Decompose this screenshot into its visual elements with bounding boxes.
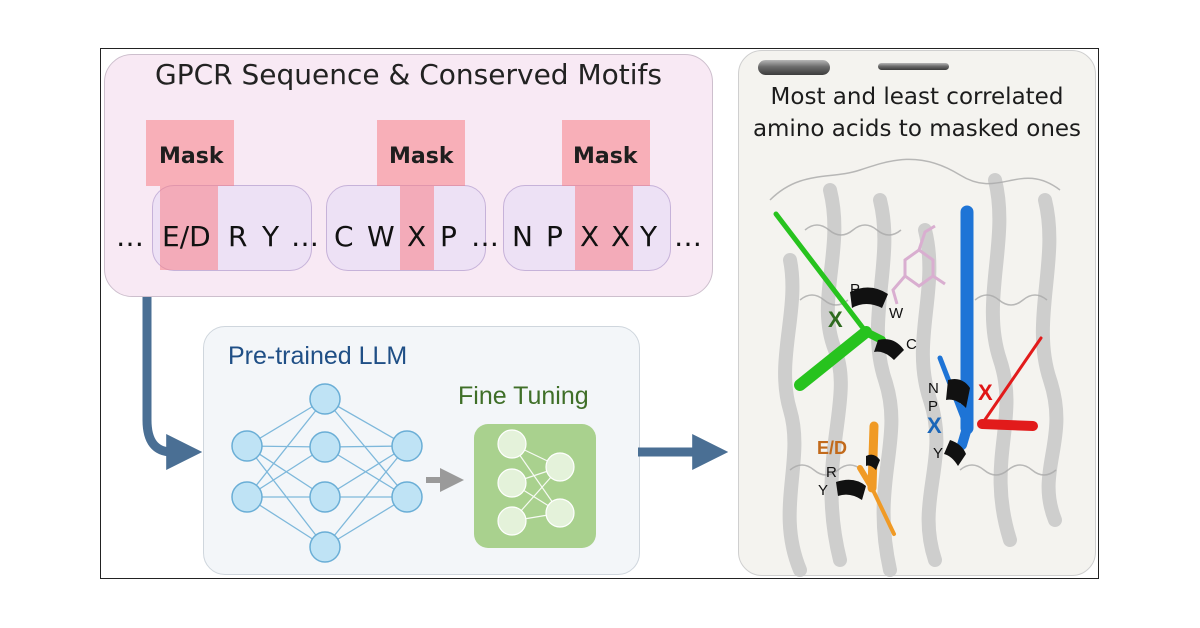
ligand-molecule [891,224,946,305]
sequence-panel-title: GPCR Sequence & Conserved Motifs [155,58,662,91]
nn-node [231,481,263,513]
nn-node [309,531,341,563]
structure-caption-line1: Most and least correlated [770,84,1064,110]
residue: R [228,220,248,253]
cwxp-residues [850,287,904,360]
residue-label-p: P [850,281,861,298]
ellipsis: … [471,220,499,253]
mask-region-1-column [160,186,218,270]
nn-node [309,431,341,463]
ellipsis: … [116,220,144,253]
residue-label-r: R [826,464,837,481]
neural-network-edges [246,398,408,548]
protein-helix-outlines [769,158,1061,476]
residue-label-n: N [928,380,939,397]
residue-label-p-blue: P [928,398,939,415]
residue: Y [262,220,280,253]
x-label-red: X [978,380,993,405]
residue: Y [640,220,658,253]
residue: N [512,220,533,253]
residue: X [611,220,631,253]
residue-label-y-orange: Y [818,482,829,499]
blue-vectors [937,205,974,450]
residue: C [334,220,354,253]
pretrained-llm-label: Pre-trained LLM [228,342,408,370]
residue-label-y-blue: Y [933,445,944,462]
residue: P [546,220,563,253]
least-correlated-bar-icon [878,63,949,70]
edry-residues [836,454,880,500]
npxxy-residues [944,379,970,466]
nn-node [309,481,341,513]
mask-region-3-column [575,186,633,270]
mask-label: Mask [159,144,224,169]
x-label-green: X [828,307,843,332]
red-vectors [977,336,1043,431]
mask-label: Mask [389,144,454,169]
residue: X [407,220,427,253]
fine-tuning-nodes [497,429,575,536]
mask-region-2-column [400,186,434,270]
structure-caption-line2: amino acids to masked ones [752,116,1082,142]
fine-tuning-label: Fine Tuning [458,382,589,410]
residue: W [367,220,395,253]
fine-tuning-box [474,424,596,548]
mask-region-3 [562,120,650,186]
mask-region-1 [146,120,234,186]
residue: E/D [162,220,211,253]
green-vectors [773,211,886,391]
nn-node [309,383,341,415]
ed-label-orange: E/D [817,438,848,458]
residue: X [580,220,600,253]
most-correlated-bar-icon [758,60,830,75]
nn-node [231,430,263,462]
residue-label-w: W [889,305,904,322]
mask-region-2 [377,120,465,186]
flow-arrow-down [142,297,203,470]
neural-network-nodes [231,383,423,563]
residue: P [440,220,457,253]
ellipsis: … [291,220,319,253]
nn-node [391,481,423,513]
nn-node [391,430,423,462]
x-label-blue: X [927,413,942,438]
residue-label-c: C [906,336,917,353]
ellipsis: … [674,220,702,253]
mask-label: Mask [573,144,638,169]
